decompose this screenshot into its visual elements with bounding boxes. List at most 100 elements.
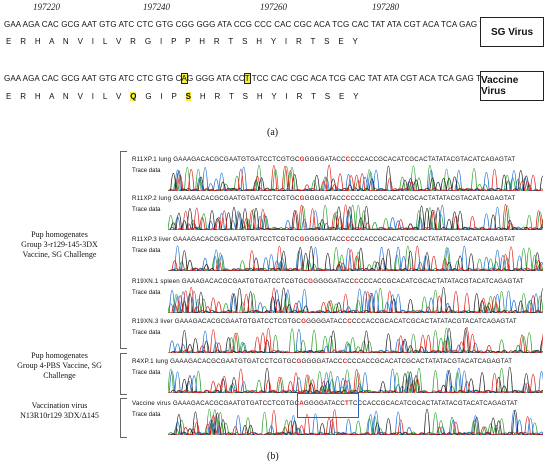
vaccine-amino-acid-sequence: E R H A N V I L V Q G I P S H R T S H Y …: [6, 92, 358, 101]
vaccination-bracket: [120, 398, 127, 438]
sequence-row: R11XP.1 lung GAAAGACACGCGAATGTGATCCTCGTG…: [132, 156, 515, 163]
position-197280: 197280: [372, 2, 399, 12]
seq-part-a: GAAAGACACGCGAATGTGATCCTCGTGC: [172, 400, 300, 407]
seq-part-a: GAAAGACACGCGAATGTGATCCTCGTGC: [174, 318, 302, 325]
sample-label: Vaccine virus: [132, 400, 171, 407]
mutation-base-1: G: [299, 236, 305, 243]
position-197240: 197240: [143, 2, 170, 12]
aa-highlight-q: Q: [130, 92, 137, 101]
mutation-base-2: C: [345, 236, 351, 243]
seq-part-a: GAAAGACACGCGAATGTGATCCTCGTGC: [173, 236, 300, 243]
seq-part-a: GAAAGACACGCGAATGTGATCCTCGTGC: [173, 156, 300, 163]
group-3-bracket: [120, 151, 127, 349]
seq-part-b: GGGGATACC: [301, 358, 343, 365]
seq-part-b: GGGGATACC: [306, 318, 348, 325]
mutation-base-2: T: [345, 400, 350, 407]
position-197260: 197260: [260, 2, 287, 12]
mutation-highlight-2: T: [243, 73, 251, 84]
panel-b-label: (b): [267, 451, 279, 462]
sample-label: R4XP.1 lung: [132, 358, 169, 365]
trace-line: [168, 165, 543, 191]
trace-line: [168, 367, 543, 393]
mutation-base-2: C: [342, 358, 348, 365]
seq-part-c: CCCACCGCACATCGCACTATATACGTACATCAGAGTAT: [350, 156, 516, 163]
group-4-bracket: [120, 353, 127, 395]
mutation-base-2: C: [345, 195, 351, 202]
sample-label: R11XP.1 lung: [132, 156, 172, 163]
trace-data-label: Trace data: [132, 207, 161, 213]
trace-line: [168, 205, 543, 230]
chromatogram: [168, 367, 543, 393]
trace-line: [168, 204, 543, 230]
vac-seq-part-a: GAA AGA CAC GCG AAT GTG ATC CTC GTG C: [4, 74, 182, 83]
trace-line: [168, 368, 543, 393]
mutation-base-1: G: [308, 278, 314, 285]
seq-part-c: TCCCACCGCACATCGCACTATATACGTACATCAGAGTAT: [349, 400, 518, 407]
seq-part-a: GAAAGACACGCGAATGTGATCCTCGTGC: [170, 358, 297, 365]
sg-nucleotide-sequence: GAA AGA CAC GCG AAT GTG ATC CTC GTG CGG …: [4, 20, 494, 29]
sg-virus-box: SG Virus: [480, 17, 544, 47]
vac-aa-part-b: G I P: [136, 92, 186, 101]
group-4-label: Pup homogenates Group 4-PBS Vaccine, SG …: [17, 351, 102, 380]
trace-data-label: Trace data: [132, 330, 161, 336]
trace-line: [168, 164, 543, 191]
trace-line: [168, 327, 543, 353]
trace-line: [168, 327, 543, 353]
sequence-row: R11XP.2 lung GAAAGACACGCGAATGTGATCCTCGTG…: [132, 195, 515, 202]
sequence-row: R19XN.1 spleen GAAAGACACGCGAATGTGATCCTCG…: [132, 278, 524, 285]
trace-line: [168, 368, 543, 393]
sequence-row: R4XP.1 lung GAAAGACACGCGAATGTGATCCTCGTGC…: [132, 358, 512, 365]
trace-line: [168, 287, 543, 313]
seq-part-b: GGGGATACC: [304, 156, 346, 163]
trace-line: [168, 410, 543, 435]
trace-line: [168, 409, 543, 435]
seq-part-c: CCCACCGCACATCGCACTATATACGTACATCAGAGTAT: [350, 195, 516, 202]
seq-part-c: CCCACCGCACATCGCACTATATACGTACATCAGAGTAT: [351, 318, 517, 325]
seq-part-a: GAAAGACACGCGAATGTGATCCTCGTGC: [173, 195, 300, 202]
group-3-label: Pup homogenates Group 3-r129-145-3DX Vac…: [21, 230, 98, 259]
mutation-base-2: C: [347, 318, 352, 325]
sample-label: R19XN.3 liver: [132, 318, 173, 325]
panel-a-label: (a): [267, 127, 279, 138]
seq-part-c: CCCACCGCACATCGCACTATATACGTACATCAGAGTAT: [358, 278, 524, 285]
trace-data-label: Trace data: [132, 168, 161, 174]
mutation-base-1: G: [299, 195, 305, 202]
vaccination-virus-label: Vaccination virus N13R10r129 3DX/Δ145: [20, 401, 99, 420]
sample-label: R11XP.2 lung: [132, 195, 172, 202]
sample-label: R19XN.1 spleen: [132, 278, 180, 285]
seq-part-a: GAAAGACACGCGAATGTGATCCTCGTGC: [181, 278, 309, 285]
trace-data-label: Trace data: [132, 412, 161, 418]
mutation-box: [297, 393, 359, 418]
trace-line: [168, 245, 543, 271]
seq-part-b: GGGGATACC: [303, 400, 346, 407]
trace-data-label: Trace data: [132, 248, 161, 254]
chromatogram: [168, 164, 543, 191]
sequence-row: Vaccine virus GAAAGACACGCGAATGTGATCCTCGT…: [132, 400, 518, 407]
trace-data-label: Trace data: [132, 370, 161, 376]
vac-aa-part-c: H R T S H Y I R T S E Y: [190, 92, 359, 101]
mutation-base-1: A: [299, 400, 304, 407]
chromatogram: [168, 204, 543, 230]
seq-part-c: CCCACCGCACATCGCACTATATACGTACATCAGAGTAT: [347, 358, 513, 365]
vac-seq-part-c: TCC CAC CGC ACA TCG CAC TAT ATA CGT ACA …: [249, 74, 491, 83]
mutation-base-2: C: [345, 156, 351, 163]
aa-highlight-s: S: [185, 92, 191, 101]
chromatogram: [168, 409, 543, 435]
mutation-base-1: G: [299, 156, 305, 163]
seq-part-b: GGGGATACC: [304, 195, 346, 202]
mutation-highlight-1: A: [180, 73, 189, 84]
mutation-base-2: C: [354, 278, 359, 285]
vaccine-virus-box: Vaccine Virus: [480, 71, 544, 101]
trace-line: [168, 409, 543, 435]
sample-label: R11XP.3 liver: [132, 236, 172, 243]
vac-aa-part-a: E R H A N V I L V: [6, 92, 131, 101]
sequence-row: R19XN.3 liver GAAAGACACGCGAATGTGATCCTCGT…: [132, 318, 517, 325]
trace-line: [168, 287, 543, 313]
sg-amino-acid-sequence: E R H A N V I L V R G I P P H R T S H Y …: [6, 37, 358, 46]
chromatogram: [168, 287, 543, 313]
chromatogram: [168, 245, 543, 271]
trace-data-label: Trace data: [132, 290, 161, 296]
vaccine-nucleotide-sequence: GAA AGA CAC GCG AAT GTG ATC CTC GTG CAG …: [4, 73, 491, 84]
seq-part-b: GGGGATACC: [304, 236, 346, 243]
sequence-row: R11XP.3 liver GAAAGACACGCGAATGTGATCCTCGT…: [132, 236, 515, 243]
